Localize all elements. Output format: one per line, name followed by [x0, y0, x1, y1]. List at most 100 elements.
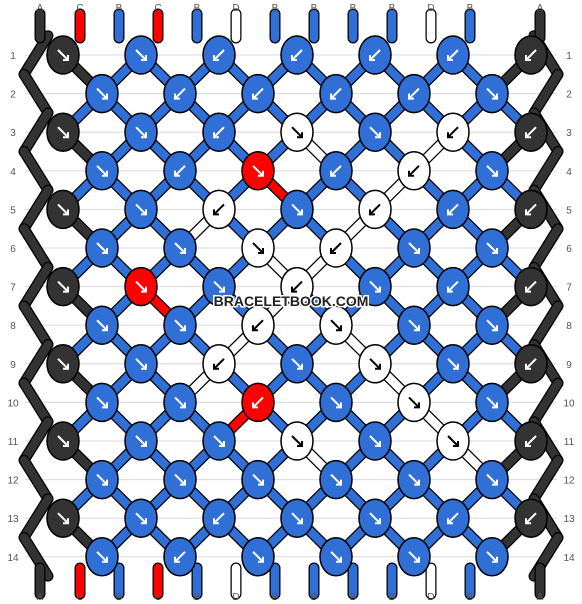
knot-arrowhead-icon [63, 209, 69, 216]
knot-arrowhead-icon [492, 556, 498, 563]
knot-arrow-icon [174, 87, 186, 100]
bottom-string-label: A [537, 592, 544, 603]
bottom-string-label: B [350, 592, 357, 603]
edge-strand [19, 301, 53, 349]
edge-strand [19, 340, 53, 388]
knot-arrow-icon [447, 512, 459, 524]
knot-arrowhead-icon [219, 286, 225, 293]
knot-arrowhead-icon [369, 209, 375, 216]
knot-arrow-icon [135, 358, 147, 370]
knot-arrowhead-icon [492, 325, 498, 332]
watermark-text: BRACELETBOOK.COM [214, 293, 369, 309]
knot-arrowhead-icon [336, 479, 342, 486]
row-number-right: 11 [564, 437, 575, 448]
knot-arrowhead-icon [297, 363, 303, 370]
knot-arrowhead-icon [258, 556, 264, 563]
knot-arrow-icon [213, 126, 225, 138]
top-string-label: B [467, 3, 474, 14]
edge-strand [19, 456, 53, 504]
knot-arrow-icon [408, 473, 420, 486]
knot-arrowhead-icon [219, 441, 225, 447]
knot-arrow-icon [57, 126, 69, 138]
row-number-left: 11 [8, 437, 19, 448]
edge-strand [529, 224, 563, 272]
knot-arrow-icon [57, 203, 69, 216]
bottom-string-label: D [232, 592, 239, 603]
knot-arrow-icon [291, 126, 303, 138]
knot-arrow-icon [96, 551, 108, 563]
knot-arrow-icon [369, 203, 381, 216]
knot-arrowhead-icon [525, 363, 531, 370]
bottom-string-label: C [154, 592, 161, 603]
row-number-left: 13 [7, 514, 19, 525]
knot-arrow-icon [213, 280, 225, 293]
knot-arrowhead-icon [453, 363, 459, 370]
row-number-right: 7 [566, 283, 572, 294]
knot-arrow-icon [57, 358, 69, 370]
row-number-left: 4 [10, 167, 16, 178]
knot-arrowhead-icon [102, 479, 108, 486]
knot-arrowhead-icon [180, 479, 186, 486]
knot-arrowhead-icon [258, 248, 264, 254]
knot-arrowhead-icon [63, 518, 69, 525]
knot-arrowhead-icon [525, 518, 531, 525]
knot-arrow-icon [57, 435, 69, 447]
knot-arrow-icon [525, 49, 537, 61]
knot-arrowhead-icon [525, 286, 531, 293]
edge-strand [19, 263, 53, 311]
knot-arrow-icon [252, 473, 264, 486]
knot-arrowhead-icon [492, 479, 498, 486]
knot-arrowhead-icon [63, 55, 69, 61]
knot-arrowhead-icon [141, 209, 147, 216]
knot-arrowhead-icon [63, 441, 69, 447]
edge-strand [19, 224, 53, 272]
knot-arrow-icon [447, 280, 459, 293]
edge-strand [19, 185, 53, 233]
knot-arrow-icon [369, 280, 381, 293]
bottom-string-label: B [311, 592, 318, 603]
knot-arrowhead-icon [102, 93, 108, 100]
knot-arrowhead-icon [414, 248, 420, 254]
top-string-label: C [154, 3, 161, 14]
knot-arrow-icon [291, 203, 303, 216]
row-number-right: 10 [563, 398, 575, 409]
knot-arrow-icon [408, 165, 420, 177]
knot-arrow-icon [252, 319, 264, 331]
edge-strand [19, 108, 53, 156]
knot-arrow-icon [486, 319, 498, 331]
row-number-left: 2 [10, 90, 16, 101]
knot-arrowhead-icon [447, 209, 453, 216]
knot-arrow-icon [525, 126, 537, 138]
knot-arrowhead-icon [408, 170, 414, 177]
knot-arrow-icon [330, 396, 342, 409]
knot-arrowhead-icon [525, 55, 531, 61]
edge-strand [529, 147, 563, 195]
knot-arrowhead-icon [414, 479, 420, 486]
knot-arrow-icon [96, 473, 108, 486]
knot-arrow-icon [252, 87, 264, 100]
knot-arrowhead-icon [492, 248, 498, 254]
row-number-right: 4 [566, 167, 572, 178]
knot-arrowhead-icon [141, 518, 147, 525]
knot-arrow-icon [525, 280, 537, 293]
knot-arrowhead-icon [180, 248, 186, 254]
knot-arrow-icon [408, 87, 420, 100]
knot-arrowhead-icon [414, 325, 420, 332]
knot-arrowhead-icon [141, 286, 147, 293]
top-string-label: B [389, 3, 396, 14]
knot-arrow-icon [525, 512, 537, 524]
knot-arrow-icon [252, 551, 264, 563]
knot-arrow-icon [447, 49, 459, 61]
knot-arrowhead-icon [336, 402, 342, 409]
edge-strand [19, 70, 53, 118]
knot-arrow-icon [369, 512, 381, 524]
knot-arrowhead-icon [252, 93, 258, 100]
knot-arrow-icon [57, 280, 69, 293]
knot-arrow-icon [174, 319, 186, 331]
knot-arrowhead-icon [258, 170, 264, 177]
knot-arrowhead-icon [297, 518, 303, 525]
knot-arrowhead-icon [375, 363, 381, 370]
knot-arrow-icon [486, 242, 498, 254]
knot-arrowhead-icon [492, 170, 498, 177]
